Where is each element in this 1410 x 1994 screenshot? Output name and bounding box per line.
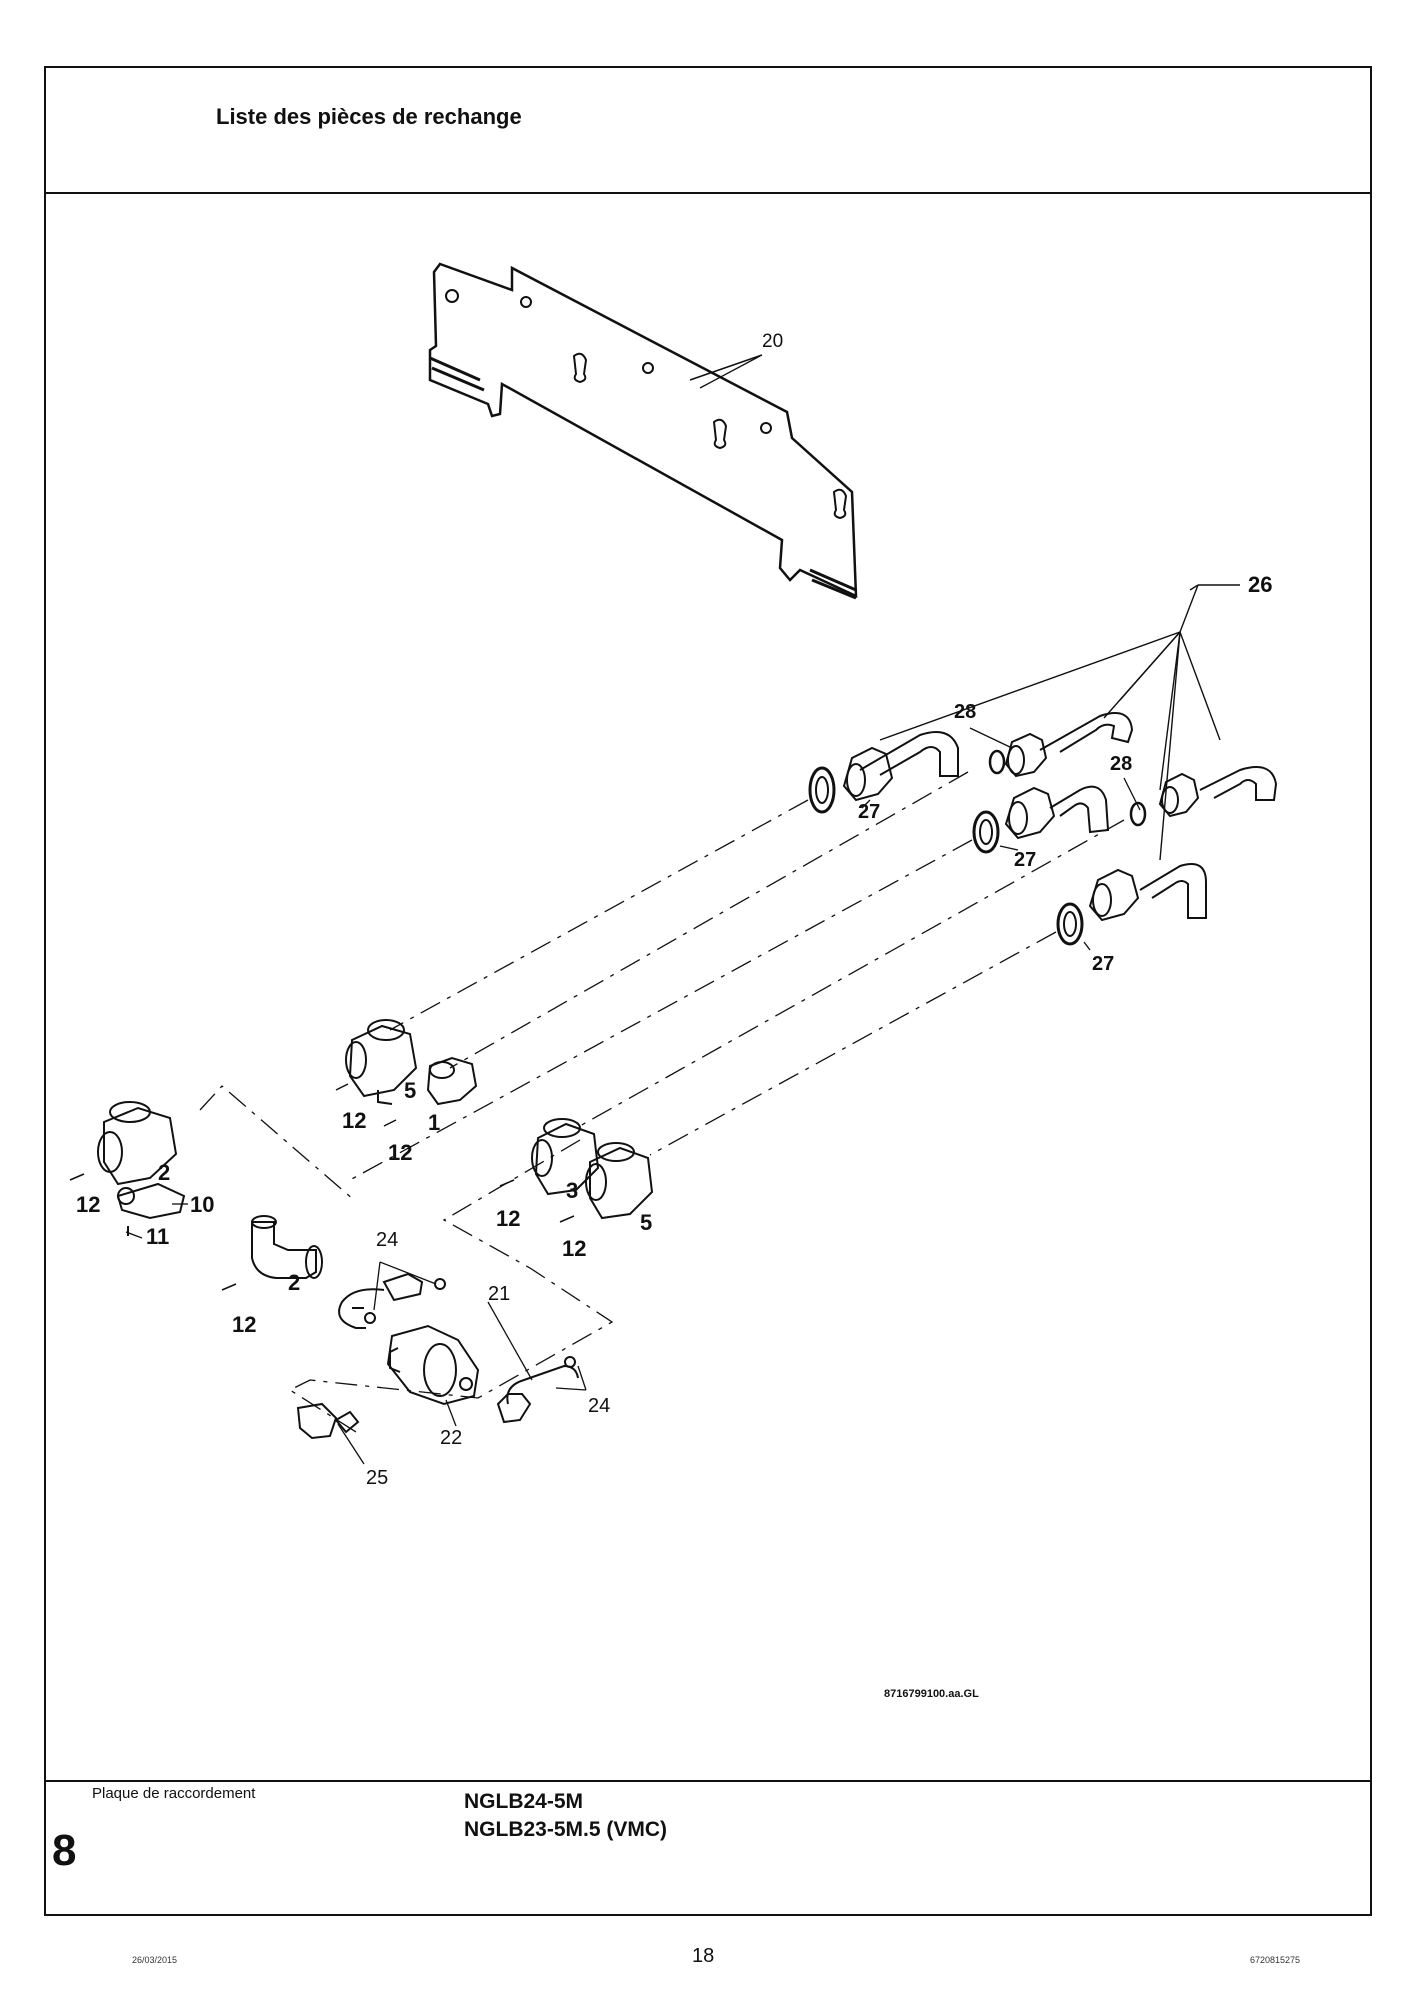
callout-12: 12 — [232, 1312, 256, 1337]
elbow-fitting — [221, 1215, 323, 1291]
valve-group-upper — [335, 1019, 478, 1127]
callout-12: 12 — [496, 1206, 520, 1231]
callout-12: 12 — [562, 1236, 586, 1261]
callout-27: 27 — [1092, 953, 1114, 975]
page-title: Liste des pièces de rechange — [216, 104, 522, 129]
callout-22: 22 — [440, 1427, 462, 1449]
valve-group-left — [69, 1101, 186, 1236]
callout-3: 3 — [566, 1178, 578, 1203]
callout-leaders — [125, 355, 1141, 1465]
callout-2: 2 — [158, 1160, 170, 1185]
callout-27: 27 — [1014, 849, 1036, 871]
model-name-2: NGLB23-5M.5 (VMC) — [464, 1818, 668, 1841]
callout-25: 25 — [366, 1467, 388, 1489]
callout-5: 5 — [404, 1078, 416, 1103]
callout-27: 27 — [858, 801, 880, 823]
pipe-bend-2 — [988, 712, 1134, 778]
section-number: 8 — [52, 1826, 77, 1875]
connection-plate — [428, 262, 858, 600]
valve-group-middle — [499, 1118, 654, 1223]
model-name-1: NGLB24-5M — [464, 1790, 584, 1813]
pipe-bend-4 — [1129, 766, 1278, 827]
callout-28: 28 — [1110, 753, 1132, 775]
footer-divider — [44, 1780, 1372, 1782]
leader-26 — [879, 584, 1240, 861]
print-date: 26/03/2015 — [132, 1955, 178, 1965]
assembly-axis-lines — [199, 771, 1125, 1433]
callout-11: 11 — [146, 1224, 169, 1249]
pipe-bend-3 — [972, 785, 1110, 854]
callout-1: 1 — [428, 1110, 440, 1135]
callout-12: 12 — [342, 1108, 366, 1133]
callout-5: 5 — [640, 1210, 652, 1235]
diagram-reference: 8716799100.aa.GL — [884, 1688, 979, 1700]
section-caption: Plaque de raccordement — [92, 1785, 256, 1802]
pipe-bend-5 — [1056, 863, 1207, 946]
document-number: 6720815275 — [1250, 1955, 1301, 1965]
gas-valve-22 — [386, 1324, 480, 1406]
header-divider — [44, 192, 1372, 194]
callout-21: 21 — [488, 1283, 510, 1305]
callout-24: 24 — [588, 1395, 610, 1417]
pipe-bend-1 — [808, 731, 959, 814]
callout-26: 26 — [1248, 572, 1272, 597]
callout-12: 12 — [76, 1192, 100, 1217]
callout-10: 10 — [190, 1192, 214, 1217]
page-frame — [44, 66, 1372, 1916]
page-number: 18 — [692, 1945, 715, 1967]
callout-24: 24 — [376, 1229, 398, 1251]
tap-25 — [296, 1402, 360, 1440]
callout-20: 20 — [762, 331, 783, 352]
callout-2: 2 — [288, 1270, 300, 1295]
callout-12: 12 — [388, 1140, 412, 1165]
callout-28: 28 — [954, 701, 976, 723]
